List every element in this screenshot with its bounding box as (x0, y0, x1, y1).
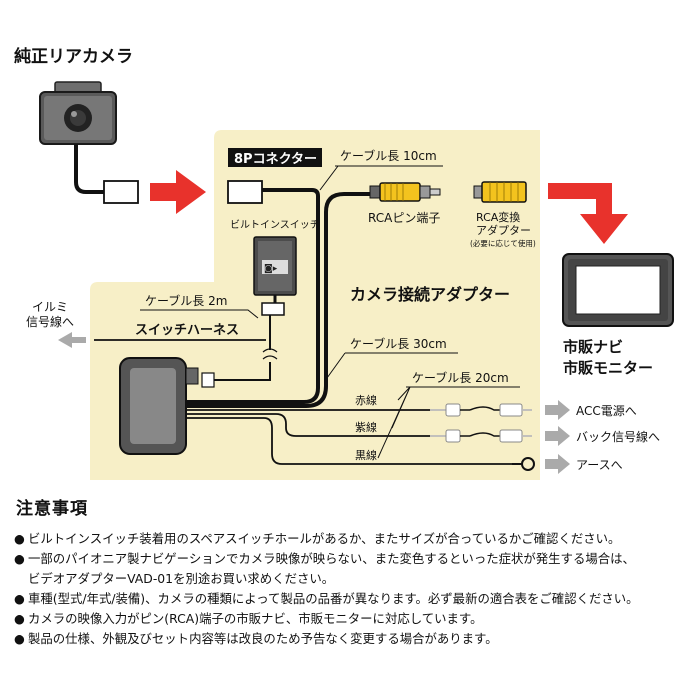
bullet-icon: ● (14, 631, 25, 646)
black-wire-label: 黒線 (355, 448, 377, 462)
back-fuse-connector (430, 429, 532, 443)
rca-pin-connector (369, 182, 441, 202)
note-item: ●製品の仕様、外観及びセット内容等は改良のため予告なく変更する場合があります。 (14, 629, 690, 649)
cable-10cm-label: ケーブル長 10cm (340, 148, 437, 163)
builtin-switch-label: ビルトインスイッチ (230, 219, 320, 231)
ground-terminal-icon (512, 457, 535, 471)
connector-8p-label: 8Pコネクター (234, 152, 317, 167)
switch-wire-connector (201, 372, 215, 388)
illumi-label-1: イルミ (32, 300, 68, 314)
video-cable (186, 188, 320, 404)
rca-adapter (473, 181, 527, 203)
switch-harness-label: スイッチハーネス (135, 323, 239, 338)
purple-wire-label: 紫線 (355, 420, 377, 434)
bullet-icon: ● (14, 551, 25, 566)
cable-30cm-label: ケーブル長 30cm (350, 336, 447, 351)
bullet-icon: ● (14, 531, 25, 546)
acc-arrow-icon (545, 400, 570, 420)
camera-cable (74, 144, 104, 194)
ground-arrow-icon (545, 454, 570, 474)
adapter-box (119, 357, 199, 455)
svg-text:◙▸: ◙▸ (264, 264, 278, 274)
bullet-icon: ● (14, 591, 25, 606)
note-item: ●ビルトインスイッチ装着用のスペアスイッチホールがあるか、またサイズが合っている… (14, 529, 690, 549)
back-label: バック信号線へ (576, 429, 660, 444)
notes-section: 注意事項 ●ビルトインスイッチ装着用のスペアスイッチホールがあるか、またサイズが… (14, 494, 690, 649)
monitor-label-1: 市販ナビ (563, 338, 623, 356)
illumi-label-2: 信号線へ (26, 314, 74, 329)
switch-connector (261, 302, 285, 316)
rca-pin-label: RCAピン端子 (368, 211, 440, 225)
note-item: ●車種(型式/年式/装備)、カメラの種類によって製品の品番が異なります。必ず最新… (14, 589, 690, 609)
illumi-arrow-icon (58, 332, 86, 348)
purple-wire (186, 413, 430, 437)
wiring-diagram: 純正リアカメラ 8Pコネクター ケーブル長 10cm RCAピン端子 RCA変換… (14, 46, 674, 480)
rca-adapter-label-2: アダプター (476, 223, 531, 237)
notes-title: 注意事項 (16, 499, 88, 519)
bullet-icon: ● (14, 611, 25, 626)
camera-connector (103, 180, 139, 204)
monitor-label-2: 市販モニター (563, 359, 653, 377)
monitor-icon (562, 253, 674, 327)
switch-wire (214, 315, 271, 381)
black-wire (186, 417, 512, 465)
back-arrow-icon (545, 426, 570, 446)
note-item: ●カメラの映像入力がピン(RCA)端子の市販ナビ、市販モニターに対応しています。 (14, 609, 690, 629)
note-item: ●一部のパイオニア製ナビゲーションでカメラ映像が映らない、また変色するといった症… (14, 551, 635, 586)
cable-2m-label: ケーブル長 2m (145, 293, 227, 308)
rca-adapter-note: (必要に応じて使用) (470, 238, 536, 248)
diagram-panel (90, 130, 540, 480)
builtin-switch-icon: ◙▸ (253, 236, 297, 296)
rear-camera-icon (39, 81, 117, 145)
acc-fuse-connector (430, 403, 532, 417)
rear-camera-label: 純正リアカメラ (14, 46, 133, 67)
red-arrow-down-icon (548, 183, 628, 244)
adapter-name: カメラ接続アダプター (350, 285, 510, 304)
rca-adapter-label-1: RCA変換 (476, 210, 520, 224)
ground-label: アースへ (576, 458, 623, 472)
acc-label: ACC電源へ (576, 404, 637, 418)
cable-20cm-label: ケーブル長 20cm (412, 370, 509, 385)
red-wire-label: 赤線 (355, 393, 377, 407)
red-arrow-icon (150, 170, 206, 214)
connector-8p (227, 180, 263, 204)
